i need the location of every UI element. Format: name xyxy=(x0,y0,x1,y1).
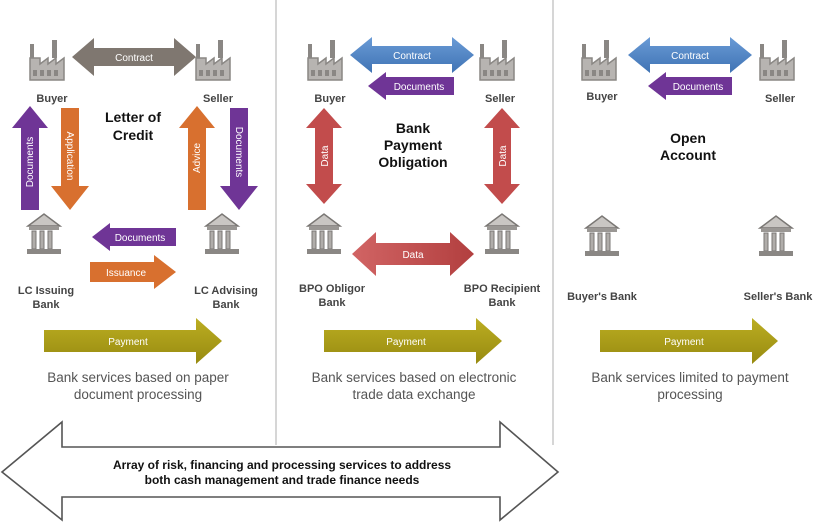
documents-label: Documents xyxy=(673,82,724,93)
advice-up-arrow xyxy=(179,106,215,210)
panel-letter-of-credit: Contract Buyer Seller Letter of Credit D… xyxy=(12,38,258,402)
title-line-1: Letter of xyxy=(105,109,161,125)
issuance-label: Issuance xyxy=(106,268,146,279)
documents-arrow xyxy=(368,72,454,100)
issuing-bank-line-1: LC Issuing xyxy=(18,285,74,297)
issuing-bank-line-2: Bank xyxy=(33,299,61,311)
seller-factory-icon xyxy=(759,39,795,81)
documents-right-label: Documents xyxy=(233,127,244,178)
data-left-label: Data xyxy=(320,145,331,167)
documents-label: Documents xyxy=(394,82,445,93)
documents-down-arrow xyxy=(220,108,258,210)
description-line-2: processing xyxy=(657,387,722,402)
title-line-3: Obligation xyxy=(378,154,447,170)
payment-label: Payment xyxy=(108,337,148,348)
seller-label: Seller xyxy=(203,93,234,105)
description-line-1: Bank services based on electronic xyxy=(312,370,517,385)
data-mid-label: Data xyxy=(402,250,424,261)
title-line-1: Bank xyxy=(396,120,430,136)
seller-factory-icon xyxy=(479,39,515,81)
documents-arrow xyxy=(648,72,732,100)
panel-open-account: Contract Documents Buyer Seller Open Acc… xyxy=(567,37,813,402)
description-line-2: trade data exchange xyxy=(352,387,475,402)
sellers-bank-icon xyxy=(758,215,794,257)
seller-label: Seller xyxy=(765,93,796,105)
services-range-arrow xyxy=(0,420,560,522)
contract-arrow xyxy=(72,38,196,76)
seller-label: Seller xyxy=(485,93,516,105)
documents-left-label: Documents xyxy=(25,137,36,188)
buyer-factory-icon xyxy=(307,39,343,81)
title-line-1: Open xyxy=(670,130,706,146)
obligor-bank-line-1: BPO Obligor xyxy=(299,283,366,295)
buyer-label: Buyer xyxy=(36,93,68,105)
title-line-2: Account xyxy=(660,147,716,163)
advising-bank-icon xyxy=(204,213,240,255)
application-label: Application xyxy=(64,132,75,181)
bottom-line-1: Array of risk, financing and processing … xyxy=(113,458,451,472)
buyers-bank-label: Buyer's Bank xyxy=(567,291,638,303)
contract-label: Contract xyxy=(393,51,431,62)
buyer-label: Buyer xyxy=(314,93,346,105)
buyer-label: Buyer xyxy=(586,91,618,103)
documents-up-arrow xyxy=(12,106,48,210)
contract-label: Contract xyxy=(671,51,709,62)
issuance-right-arrow xyxy=(90,255,176,289)
title-line-2: Credit xyxy=(113,127,154,143)
advising-bank-line-2: Bank xyxy=(213,299,241,311)
obligor-bank-icon xyxy=(306,213,342,255)
data-right-label: Data xyxy=(498,145,509,167)
documents-mid-label: Documents xyxy=(115,233,166,244)
buyers-bank-icon xyxy=(584,215,620,257)
data-left-arrow xyxy=(306,108,342,204)
payment-label: Payment xyxy=(664,337,704,348)
documents-left-arrow xyxy=(92,223,176,251)
description-line-2: document processing xyxy=(74,387,202,402)
sellers-bank-label: Seller's Bank xyxy=(744,291,814,303)
issuing-bank-icon xyxy=(26,213,62,255)
recipient-bank-line-1: BPO Recipient xyxy=(464,283,541,295)
payment-arrow xyxy=(600,318,778,364)
advising-bank-line-1: LC Advising xyxy=(194,285,258,297)
buyer-factory-icon xyxy=(581,39,617,81)
obligor-bank-line-2: Bank xyxy=(319,297,347,309)
application-down-arrow xyxy=(51,108,89,210)
contract-label: Contract xyxy=(115,53,153,64)
payment-arrow xyxy=(324,318,502,364)
data-mid-arrow xyxy=(352,232,474,276)
payment-arrow xyxy=(44,318,222,364)
advice-label: Advice xyxy=(192,143,203,173)
buyer-factory-icon xyxy=(29,39,65,81)
contract-arrow xyxy=(628,37,752,73)
recipient-bank-line-2: Bank xyxy=(489,297,517,309)
description-line-1: Bank services limited to payment xyxy=(591,370,789,385)
payment-label: Payment xyxy=(386,337,426,348)
description-line-1: Bank services based on paper xyxy=(47,370,229,385)
panel-bank-payment-obligation: Contract Documents Buyer Seller Bank Pay… xyxy=(299,37,541,402)
recipient-bank-icon xyxy=(484,213,520,255)
seller-factory-icon xyxy=(195,39,231,81)
data-right-arrow xyxy=(484,108,520,204)
bottom-line-2: both cash management and trade finance n… xyxy=(145,473,420,487)
contract-arrow xyxy=(350,37,474,73)
title-line-2: Payment xyxy=(384,137,443,153)
